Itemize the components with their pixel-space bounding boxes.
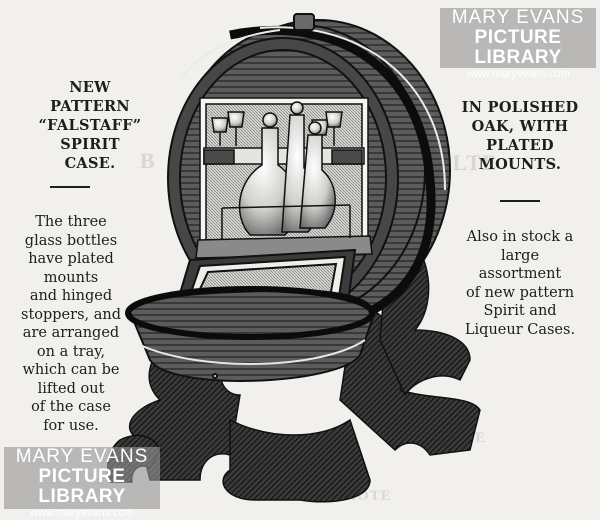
caption-line: The three — [35, 214, 107, 230]
caption-line: glass bottles — [24, 232, 118, 249]
glasses — [211, 111, 343, 146]
watermark-bottom-left: MARY EVANS PICTURE LIBRARY www.maryevans… — [4, 446, 160, 519]
caption-line: of the case — [31, 399, 111, 415]
caption-line: lifted out — [37, 380, 105, 397]
caption-line: for use. — [43, 417, 99, 434]
caption-line: “FALSTAFF” — [38, 117, 142, 134]
decanters — [238, 101, 336, 236]
caption-line: and hinged — [29, 288, 113, 304]
left-divider — [50, 186, 90, 188]
watermark-line: PICTURE LIBRARY — [38, 466, 126, 507]
caption-line: Liqueur Cases. — [464, 321, 576, 338]
watermark-top-right: MARY EVANS PICTURE LIBRARY www.maryevans… — [440, 7, 596, 80]
watermark-url: www.maryevans.com — [30, 507, 134, 519]
watermark-line: MARY EVANS — [451, 7, 585, 28]
watermark-line: MARY EVANS — [15, 446, 149, 467]
caption-line: Also in stock a — [466, 229, 574, 245]
caption-line: on a tray, — [36, 343, 106, 360]
caption-line: mounts — [43, 269, 99, 286]
caption-line: Spirit and — [483, 303, 557, 319]
caption-line: are arranged — [22, 325, 120, 341]
caption-line: which can be — [22, 362, 120, 378]
caption-line: PATTERN — [50, 98, 130, 115]
caption-line: have plated — [28, 251, 114, 267]
caption-line: SPIRIT CASE. — [60, 136, 120, 172]
caption-line: assortment — [478, 266, 562, 282]
show-through-text: B — [140, 148, 156, 173]
right-caption-title: IN POLISHED OAK, WITH PLATED MOUNTS. — [450, 98, 590, 174]
caption-line: large — [500, 247, 540, 264]
caption-line: of new pattern — [465, 284, 575, 301]
barrel-base — [125, 286, 375, 382]
caption-line: IN POLISHED — [461, 99, 579, 116]
caption-line: NEW — [69, 79, 111, 96]
caption-line: OAK, WITH — [471, 118, 569, 135]
watermark-line: PICTURE LIBRARY — [474, 27, 562, 68]
left-caption-title: NEW PATTERN “FALSTAFF” SPIRIT CASE. — [34, 78, 146, 173]
right-caption-body: Also in stock a large assortment of new … — [450, 228, 590, 339]
watermark-url: www.maryevans.com — [466, 68, 570, 80]
caption-line: PLATED — [486, 137, 554, 154]
left-caption-body: The three glass bottles have plated moun… — [14, 213, 128, 435]
right-divider — [500, 200, 540, 202]
caption-line: stoppers, and — [21, 306, 121, 323]
caption-line: MOUNTS. — [478, 156, 562, 173]
cabinet-interior — [195, 97, 373, 259]
